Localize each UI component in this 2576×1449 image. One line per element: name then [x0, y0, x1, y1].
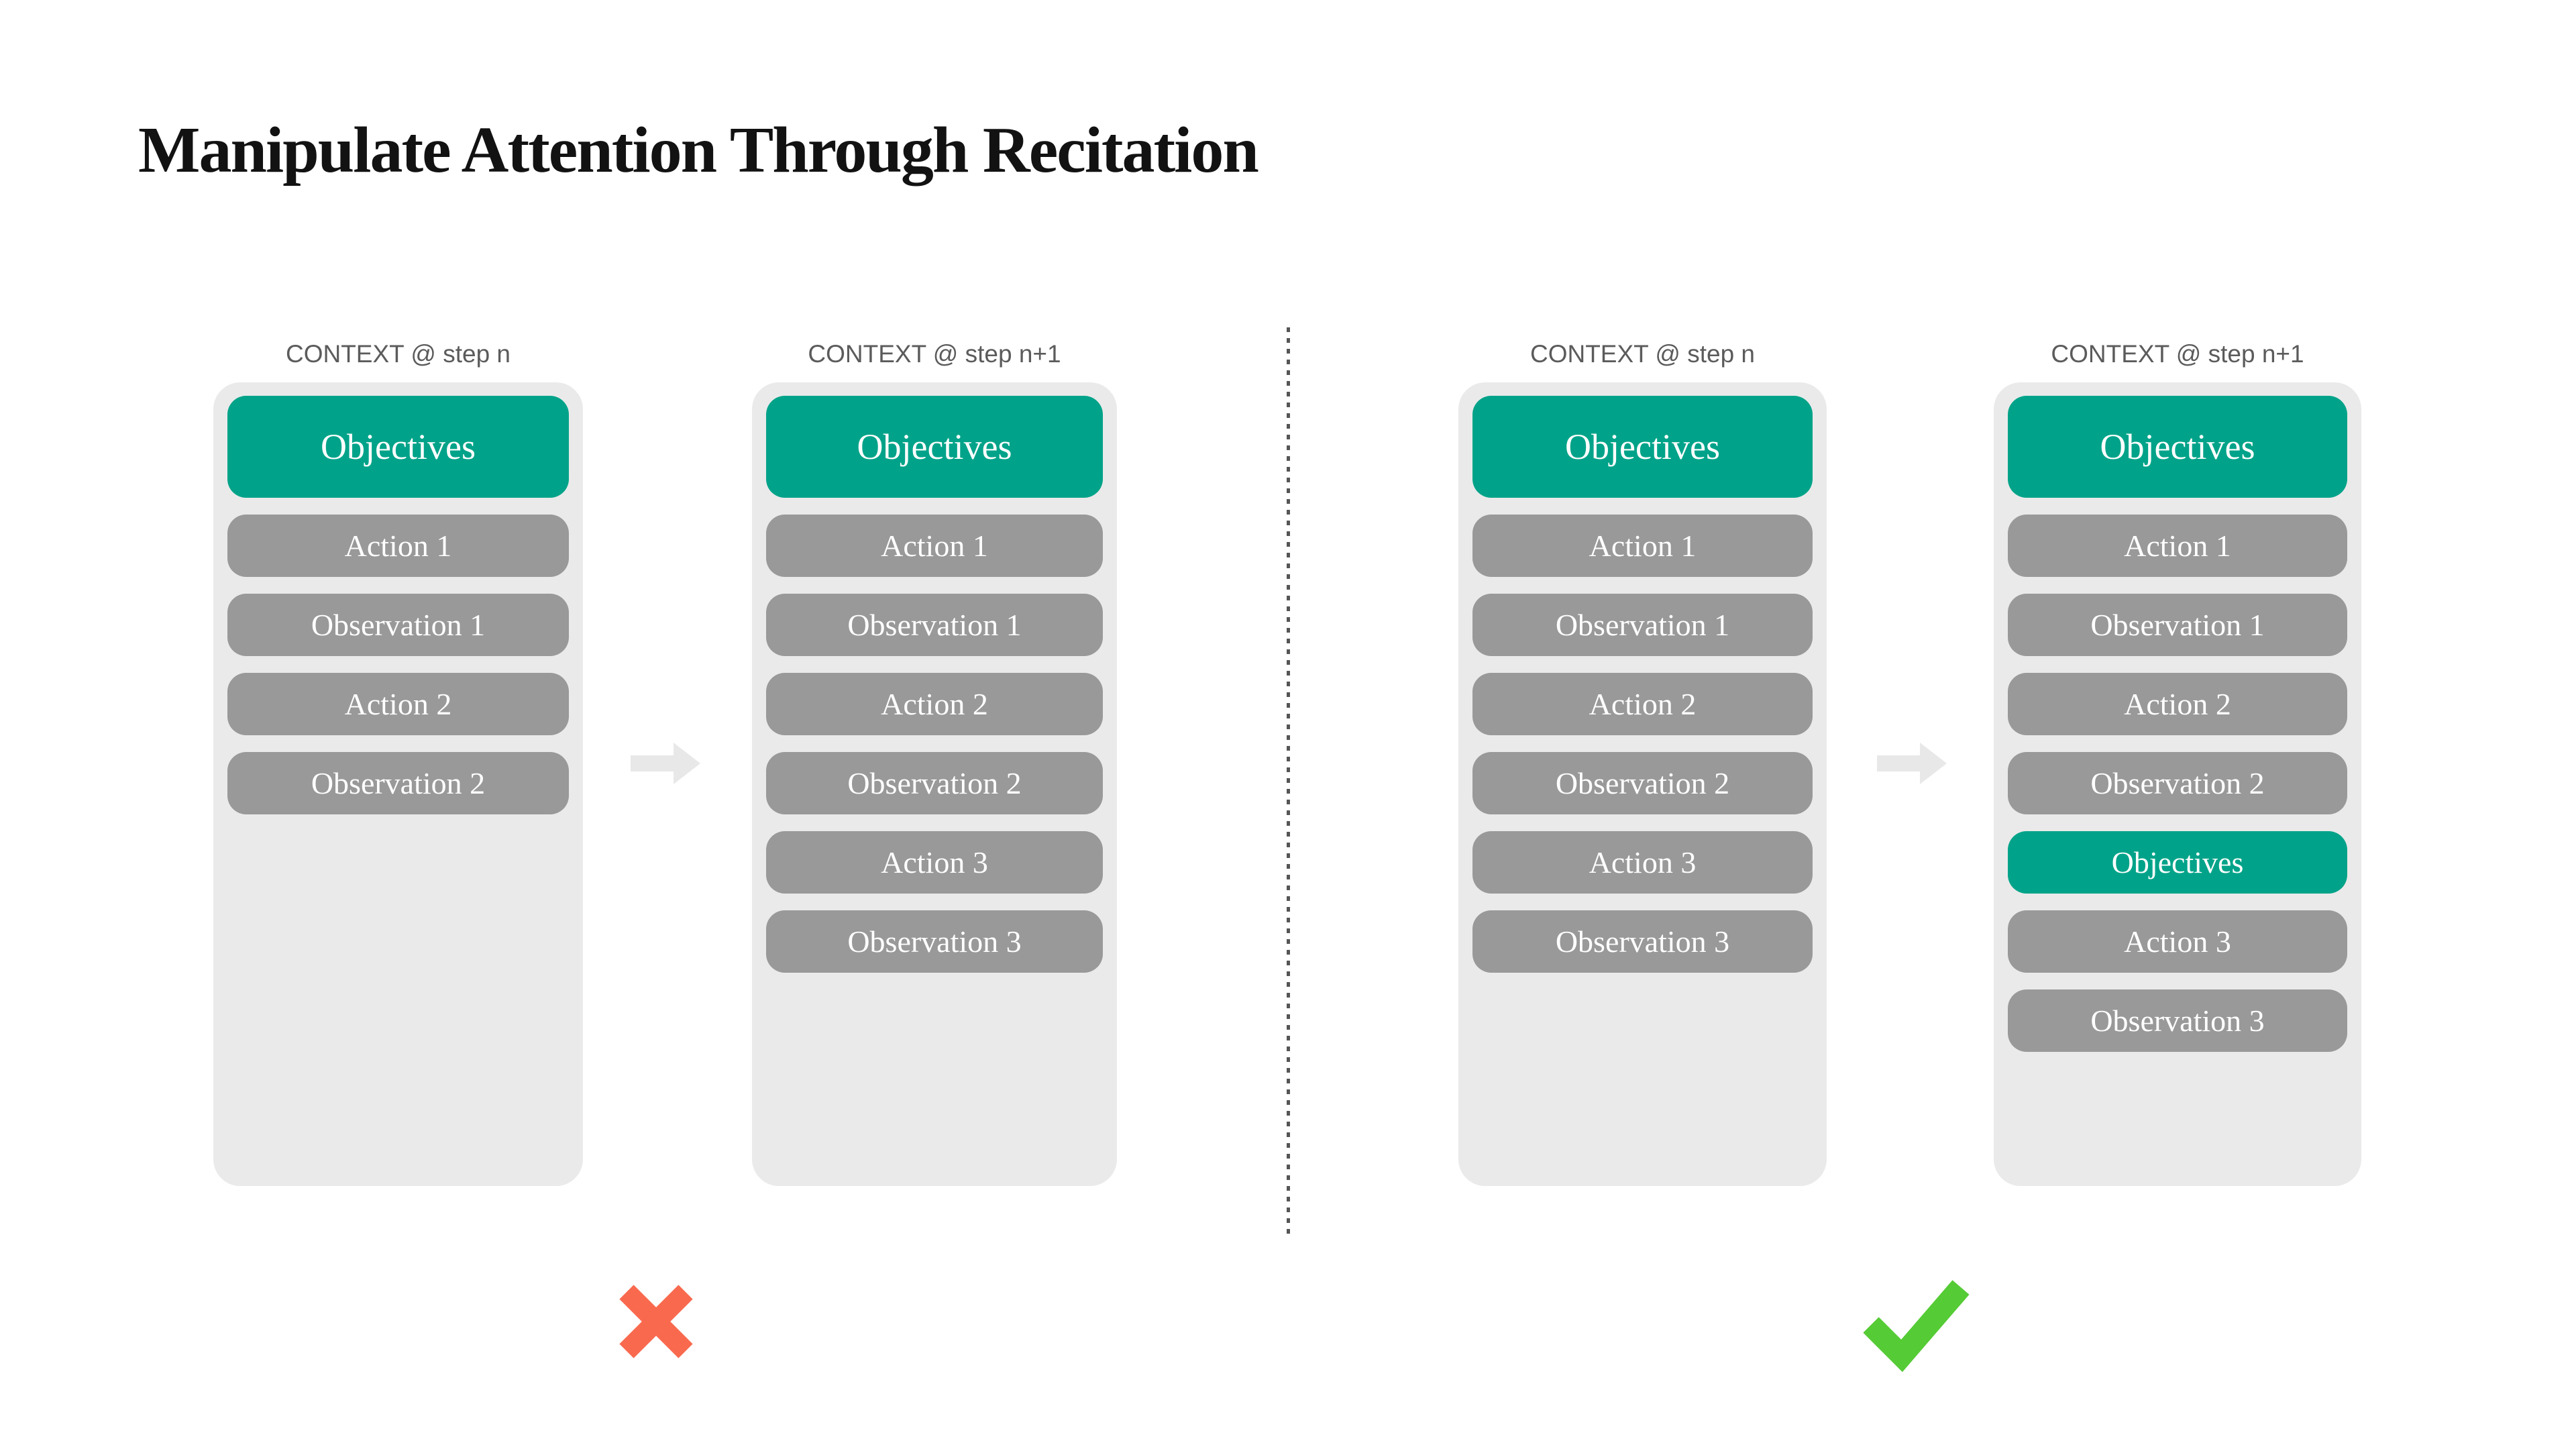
- block-action-2: Action 2: [2008, 673, 2347, 735]
- context-column-pass-step-n1: CONTEXT @ step n+1 Objectives Action 1 O…: [1994, 339, 2361, 1186]
- block-observation-1: Observation 1: [766, 594, 1103, 656]
- context-panel: Objectives Action 1 Observation 1 Action…: [752, 382, 1117, 1186]
- block-action-1: Action 1: [2008, 515, 2347, 577]
- block-objectives-recited: Objectives: [2008, 831, 2347, 894]
- context-header: CONTEXT @ step n+1: [808, 340, 1061, 368]
- block-observation-1: Observation 1: [227, 594, 569, 656]
- block-action-2: Action 2: [1472, 673, 1813, 735]
- block-action-3: Action 3: [766, 831, 1103, 894]
- block-objectives: Objectives: [766, 396, 1103, 498]
- check-mark-icon: [1863, 1280, 1970, 1373]
- block-observation-2: Observation 2: [766, 752, 1103, 814]
- block-observation-2: Observation 2: [2008, 752, 2347, 814]
- block-observation-2: Observation 2: [1472, 752, 1813, 814]
- context-header: CONTEXT @ step n: [285, 340, 511, 368]
- context-column-pass-step-n: CONTEXT @ step n Objectives Action 1 Obs…: [1458, 339, 1827, 1186]
- context-column-fail-step-n1: CONTEXT @ step n+1 Objectives Action 1 O…: [752, 339, 1117, 1186]
- block-observation-1: Observation 1: [2008, 594, 2347, 656]
- block-action-1: Action 1: [227, 515, 569, 577]
- context-panel: Objectives Action 1 Observation 1 Action…: [1994, 382, 2361, 1186]
- block-action-1: Action 1: [766, 515, 1103, 577]
- context-column-fail-step-n: CONTEXT @ step n Objectives Action 1 Obs…: [213, 339, 583, 1186]
- block-objectives: Objectives: [227, 396, 569, 498]
- block-observation-3: Observation 3: [2008, 989, 2347, 1052]
- page-title: Manipulate Attention Through Recitation: [138, 114, 1259, 186]
- right-arrow-icon: [1877, 743, 1947, 784]
- block-objectives: Objectives: [1472, 396, 1813, 498]
- context-header: CONTEXT @ step n+1: [2051, 340, 2304, 368]
- block-action-2: Action 2: [766, 673, 1103, 735]
- cross-mark-icon: [619, 1285, 693, 1358]
- context-panel: Objectives Action 1 Observation 1 Action…: [213, 382, 583, 1186]
- right-arrow-icon: [631, 743, 700, 784]
- block-observation-1: Observation 1: [1472, 594, 1813, 656]
- block-observation-3: Observation 3: [1472, 910, 1813, 973]
- block-action-3: Action 3: [1472, 831, 1813, 894]
- context-panel: Objectives Action 1 Observation 1 Action…: [1458, 382, 1827, 1186]
- block-observation-2: Observation 2: [227, 752, 569, 814]
- block-observation-3: Observation 3: [766, 910, 1103, 973]
- block-action-2: Action 2: [227, 673, 569, 735]
- block-objectives: Objectives: [2008, 396, 2347, 498]
- context-header: CONTEXT @ step n: [1529, 340, 1756, 368]
- block-action-1: Action 1: [1472, 515, 1813, 577]
- vertical-dashed-divider: [1287, 327, 1290, 1237]
- block-action-3: Action 3: [2008, 910, 2347, 973]
